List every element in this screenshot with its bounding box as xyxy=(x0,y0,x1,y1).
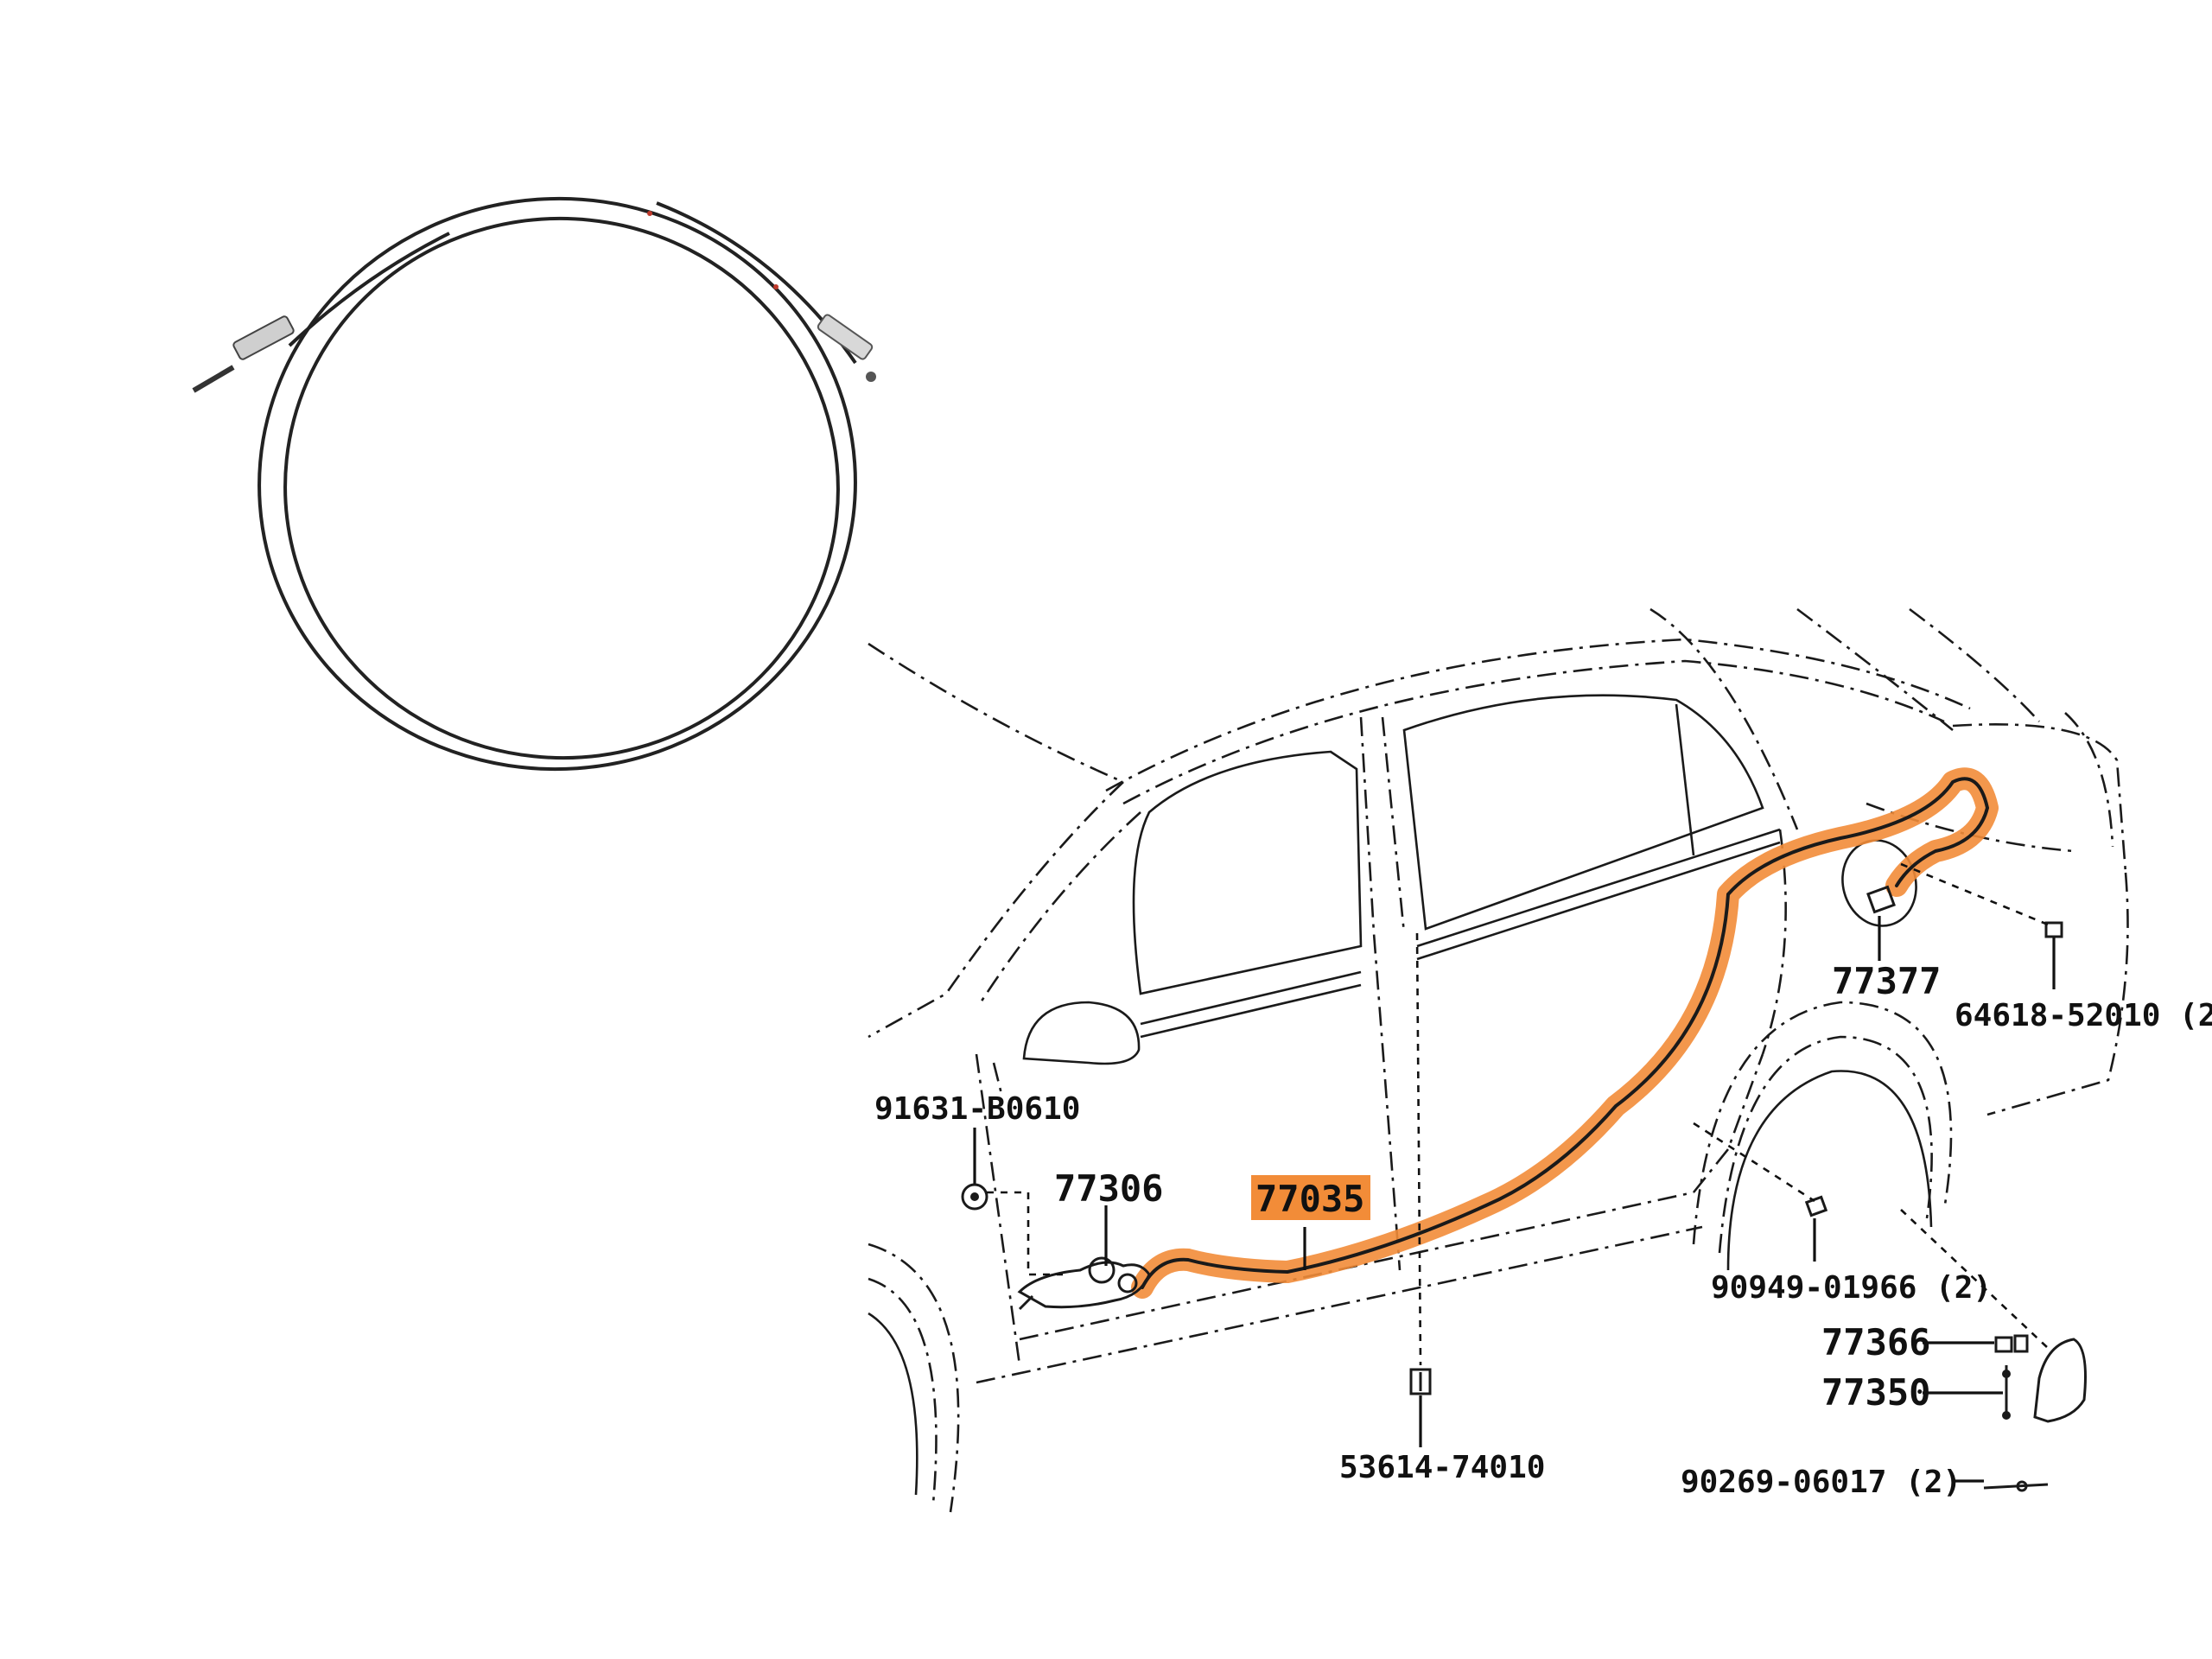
leader-lines xyxy=(973,862,2056,1483)
spring-77366-icon xyxy=(1994,1334,2029,1353)
label-highlight-77035 xyxy=(1251,1175,1370,1220)
part-label[interactable]: 90949-01966 (2) xyxy=(1711,1270,1992,1306)
clip-64618-icon xyxy=(2044,921,2063,938)
cable-line xyxy=(1141,777,1990,1289)
opener-lever-77306-icon xyxy=(1017,1256,1151,1311)
part-glyphs xyxy=(961,885,2087,1492)
part-label[interactable]: 91631-B0610 xyxy=(874,1091,1080,1127)
part-label[interactable]: 53614-74010 xyxy=(1339,1450,1545,1485)
fuel-lid-77350-icon xyxy=(2002,1338,2087,1423)
clamp-90949-icon xyxy=(1804,1195,1828,1217)
cable-77035-route xyxy=(1131,767,1999,1299)
part-label[interactable]: 90269-06017 (2) xyxy=(1681,1465,1961,1500)
part-label-highlighted[interactable]: 77035 xyxy=(1255,1178,1364,1220)
screw-90269-icon xyxy=(1983,1480,2049,1492)
retainer-53614-icon xyxy=(1409,1368,1432,1395)
lid-lock-77377-icon xyxy=(1866,885,1896,914)
cable-coil-image xyxy=(192,196,876,772)
part-label[interactable]: 77350 xyxy=(1821,1371,1930,1414)
cable-end-fitting-left xyxy=(192,315,295,393)
part-labels: 91631-B0610 77306 77035 77377 64618-5201… xyxy=(874,960,2212,1500)
cable-end-fitting-right xyxy=(817,314,876,382)
part-label[interactable]: 77366 xyxy=(1821,1321,1930,1363)
car-body-outline xyxy=(868,607,2129,1513)
clip-91631-icon xyxy=(961,1183,988,1211)
part-label[interactable]: 77377 xyxy=(1832,960,1941,1002)
part-label[interactable]: 77306 xyxy=(1054,1167,1163,1210)
side-mirror xyxy=(1022,1001,1141,1065)
part-label[interactable]: 64618-52010 (2) xyxy=(1955,998,2212,1033)
